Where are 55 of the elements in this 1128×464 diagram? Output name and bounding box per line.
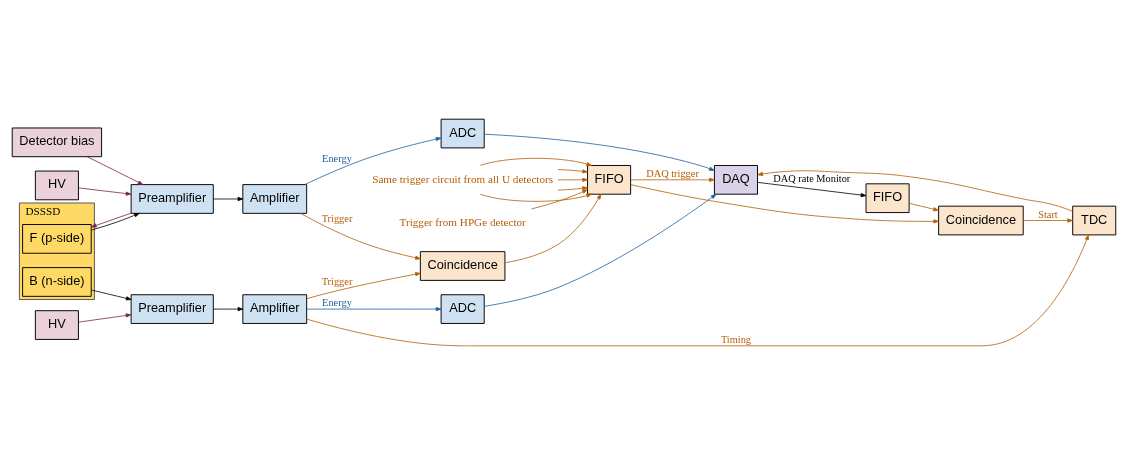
- edge-label: Timing: [720, 333, 752, 345]
- arrow: [91, 212, 132, 227]
- arrow: [86, 155, 144, 185]
- arrow: [557, 185, 588, 191]
- arrow: [78, 187, 132, 196]
- edge-label: Trigger: [321, 275, 353, 287]
- arrow: [306, 271, 421, 299]
- arrow: [91, 289, 132, 300]
- edge-label: Start: [1038, 208, 1058, 220]
- arrow: [304, 136, 442, 185]
- arrow: [557, 177, 588, 182]
- node-box: Amplifier: [242, 183, 308, 214]
- edge-label: DAQ rate Monitor: [773, 172, 851, 184]
- edge-label: Trigger: [321, 212, 353, 224]
- node-box: TDC: [1072, 205, 1117, 235]
- node-box: B (n-side): [22, 266, 92, 297]
- node-box: DAQ: [713, 164, 758, 195]
- edge-label: Energy: [322, 152, 352, 164]
- arrow: [479, 193, 592, 202]
- arrow: [531, 188, 588, 209]
- node-box: Preamplifier: [130, 183, 214, 214]
- node-box: Amplifier: [242, 293, 308, 324]
- arrow: [479, 157, 592, 166]
- edge-label: Energy: [322, 296, 352, 308]
- arrow: [306, 234, 1089, 346]
- arrow: [484, 133, 715, 171]
- arrow: [300, 212, 421, 260]
- node-box: FIFO: [865, 182, 910, 213]
- node-box: Detector bias: [11, 127, 103, 157]
- arrow: [557, 168, 588, 173]
- node-box: Coincidence: [419, 250, 506, 281]
- node-text: Trigger from HPGe detector: [399, 215, 526, 228]
- node-box: HV: [34, 170, 79, 200]
- arrow: [1022, 217, 1073, 223]
- arrow: [630, 177, 715, 182]
- arrow: [213, 196, 244, 201]
- arrow: [630, 183, 940, 223]
- edge-label: DAQ trigger: [646, 167, 699, 179]
- arrow: [213, 306, 244, 311]
- arrow: [757, 181, 867, 197]
- node-box: ADC: [440, 118, 485, 148]
- arrow: [90, 212, 140, 230]
- arrow: [908, 202, 939, 211]
- node-box: HV: [34, 309, 79, 340]
- arrow: [504, 193, 602, 263]
- arrow: [483, 193, 717, 307]
- node-box: FIFO: [587, 164, 632, 195]
- node-box: Preamplifier: [130, 293, 214, 324]
- node-box: ADC: [440, 293, 485, 324]
- node-box: F (p-side): [22, 223, 92, 254]
- arrow: [78, 312, 132, 323]
- node-box: Coincidence: [938, 205, 1024, 235]
- arrow: [306, 306, 442, 311]
- node-text: Same trigger circuit from all U detectors: [372, 172, 554, 185]
- arrow: [757, 169, 1073, 212]
